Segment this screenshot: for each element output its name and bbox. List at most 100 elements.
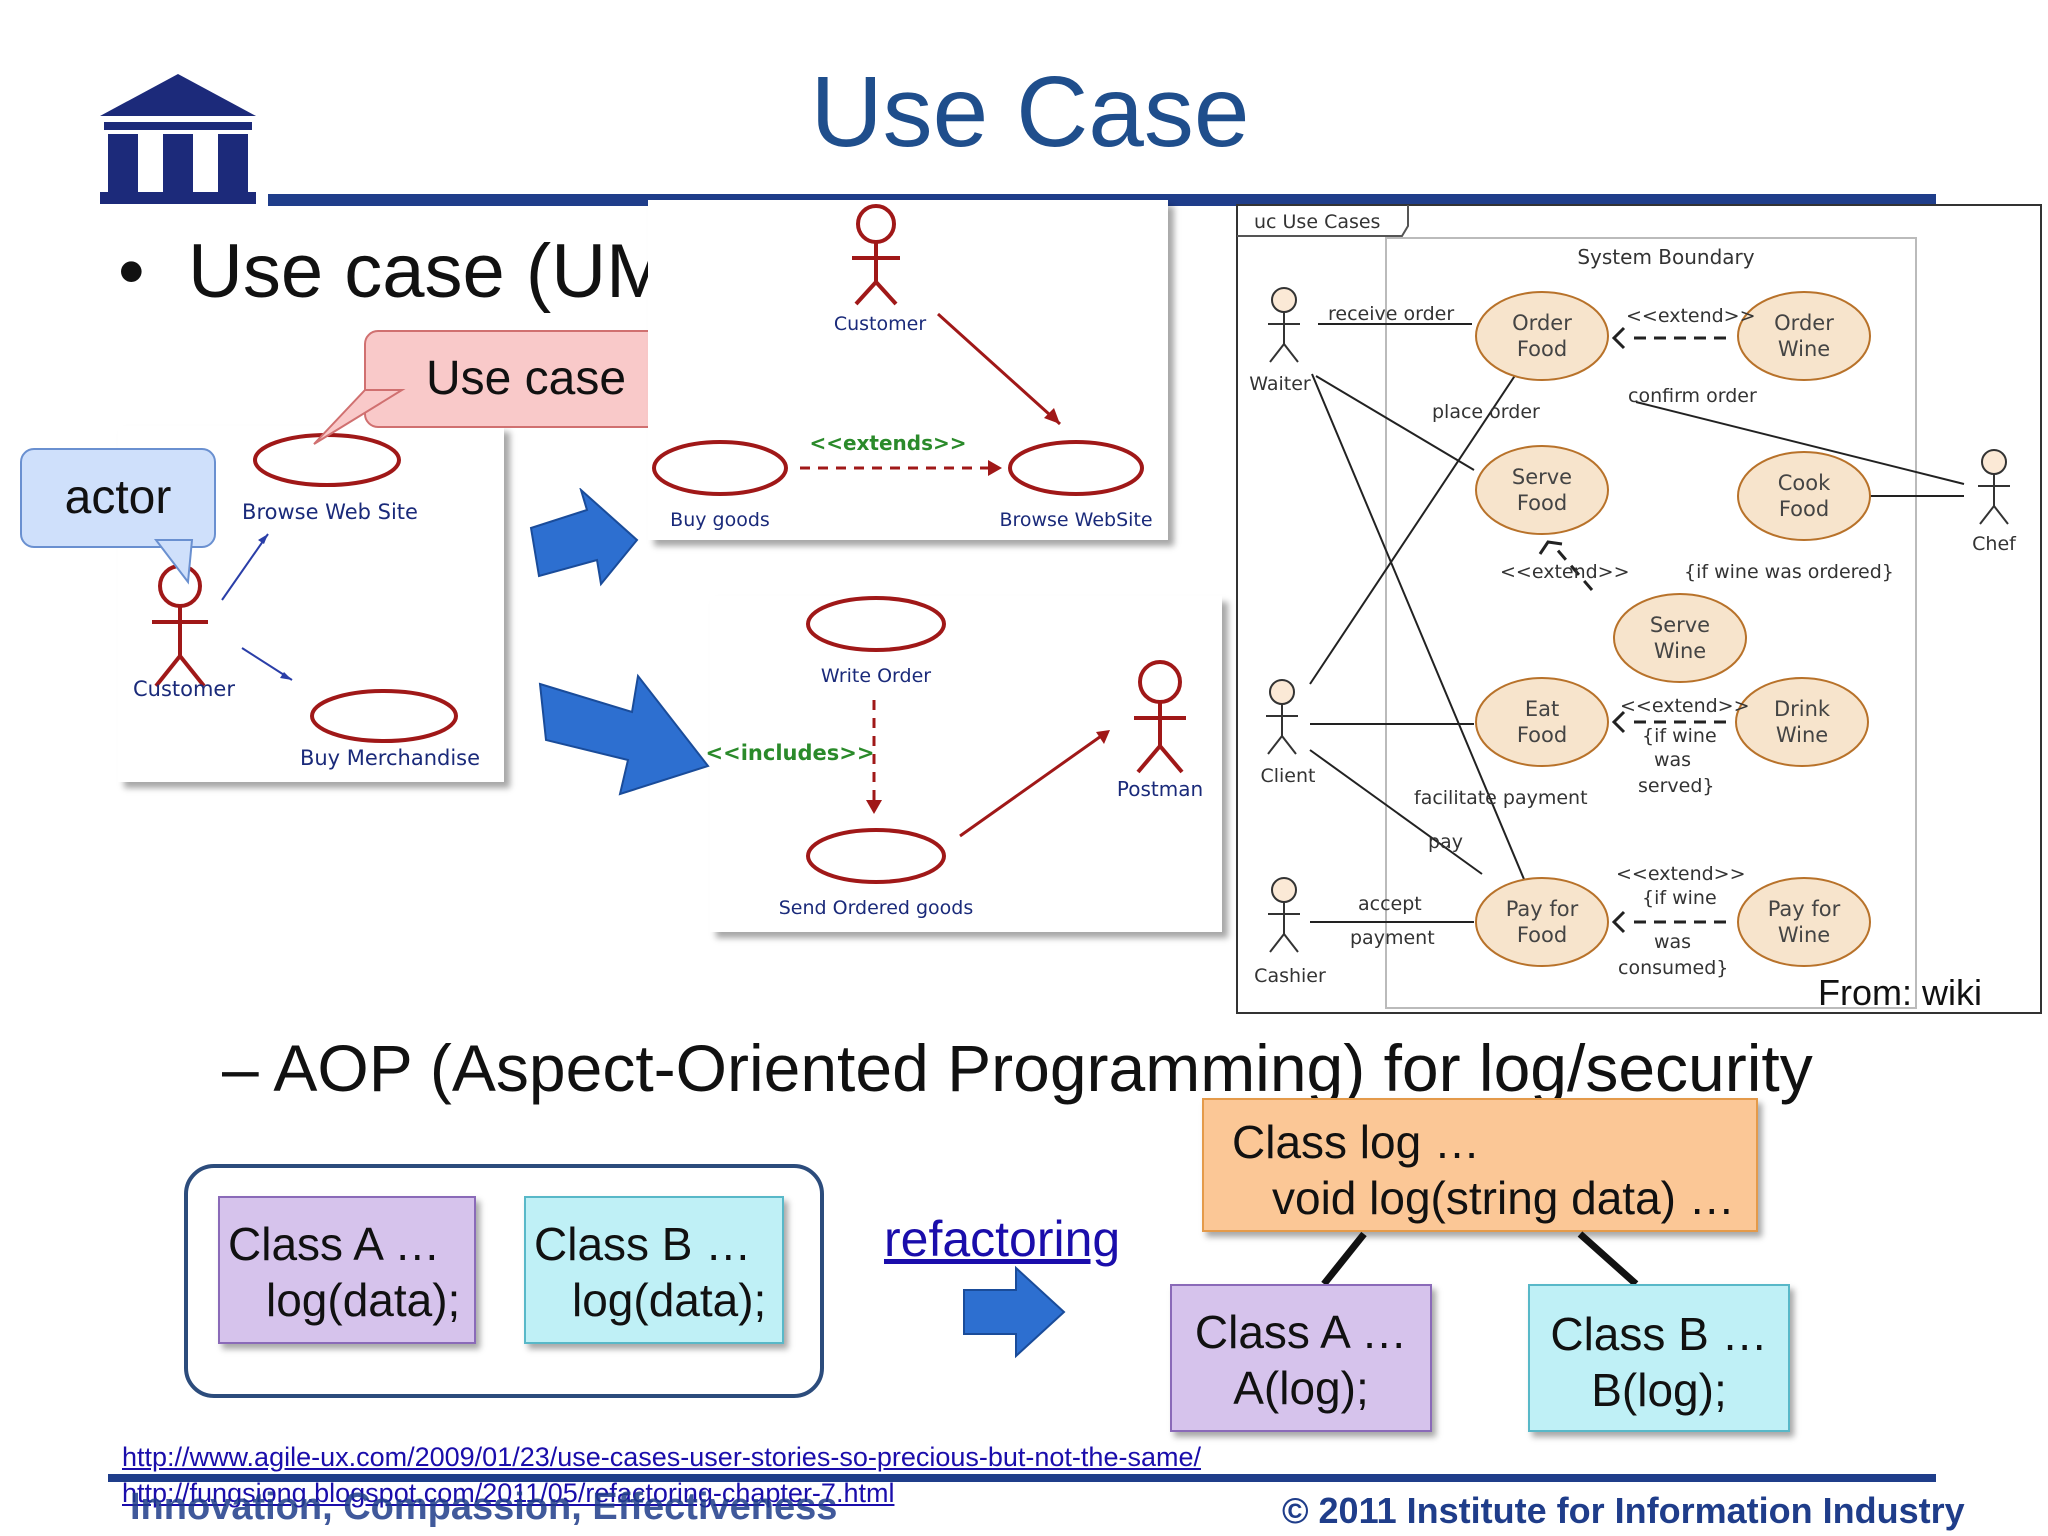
accept-label: accept — [1358, 893, 1422, 915]
eat-food-ellipse — [1475, 677, 1609, 767]
reference-link-1[interactable]: http://www.agile-ux.com/2009/01/23/use-c… — [122, 1442, 1201, 1472]
refactoring-arrow-icon — [963, 1265, 1066, 1359]
includes-panel — [710, 596, 1222, 932]
customer-actor-figure-2 — [852, 204, 900, 306]
if-wine-consumed-line1: {if wine — [1642, 887, 1717, 909]
callout-use-case: Use case — [364, 330, 688, 428]
waiter-label: Waiter — [1249, 373, 1311, 395]
use-case-browse-website-ellipse — [1008, 440, 1144, 496]
serve-wine-line1: Serve — [1650, 613, 1710, 637]
pay-food-line2: Food — [1517, 923, 1567, 947]
extend-label-1: <<extend>> — [1626, 305, 1756, 327]
class-b-new-line1: Class B … — [1550, 1308, 1768, 1360]
extends-panel — [648, 200, 1168, 540]
includes-relation-label: <<includes>> — [706, 741, 875, 765]
cook-food-line1: Cook — [1778, 471, 1831, 495]
chef-actor-figure — [1978, 449, 2010, 525]
use-case-send-goods-label: Send Ordered goods — [779, 897, 974, 919]
reference-link-2[interactable]: http://fungsiong.blogspot.com/2011/05/re… — [122, 1478, 895, 1508]
source-note: From: wiki — [1818, 972, 1982, 1013]
use-case-write-order-label: Write Order — [821, 665, 931, 687]
refactoring-link[interactable]: refactoring — [884, 1211, 1121, 1267]
block-arrow-upper-icon — [529, 488, 639, 587]
drink-wine-line1: Drink — [1774, 697, 1831, 721]
class-b-new-line2: B(log); — [1591, 1364, 1727, 1416]
class-a-new-box: Class A … A(log); — [1170, 1284, 1432, 1432]
callout-use-case-tail — [313, 389, 406, 445]
order-wine-line2: Wine — [1778, 337, 1830, 361]
footer-tagline: Innovation, Compassion, Effectiveness — [130, 1486, 838, 1528]
client-actor-figure — [1266, 679, 1298, 755]
callout-actor-tail — [153, 539, 194, 585]
facilitate-payment-label: facilitate payment — [1414, 787, 1588, 809]
if-wine-consumed-line2: was — [1654, 931, 1691, 953]
cashier-label: Cashier — [1254, 965, 1326, 987]
institute-logo — [100, 74, 256, 204]
footer-copyright: © 2011 Institute for Information Industr… — [1282, 1490, 1965, 1531]
footer-rule — [108, 1474, 1936, 1482]
class-b-line2: log(data); — [572, 1274, 767, 1326]
use-case-buy-goods-label: Buy goods — [670, 509, 770, 531]
customer-actor-figure — [152, 564, 208, 688]
customer-actor-label-2: Customer — [834, 313, 926, 335]
frame-label: uc Use Cases — [1254, 211, 1380, 233]
aop-connectors — [1321, 1231, 1639, 1287]
order-wine-ellipse — [1737, 291, 1871, 381]
order-wine-line1: Order — [1774, 311, 1834, 335]
waiter-actor-figure — [1268, 287, 1300, 363]
use-case-buy-ellipse — [310, 689, 458, 743]
class-log-line2: void log(string data) … — [1272, 1172, 1735, 1224]
if-wine-ordered-label: {if wine was ordered} — [1684, 561, 1894, 583]
pay-label: pay — [1428, 831, 1463, 853]
eat-food-line1: Eat — [1525, 697, 1559, 721]
serve-wine-ellipse — [1613, 593, 1747, 683]
class-a-line2: log(data); — [266, 1274, 461, 1326]
postman-actor-figure — [1134, 660, 1186, 774]
bullet-use-case: •Use case (UML) — [118, 229, 737, 314]
class-a-line1: Class A … — [228, 1218, 441, 1270]
customer-actor-label: Customer — [133, 677, 235, 701]
cook-food-ellipse — [1737, 451, 1871, 541]
confirm-order-label: confirm order — [1628, 385, 1757, 407]
use-case-browse-label: Browse Web Site — [242, 500, 418, 524]
order-food-ellipse — [1475, 291, 1609, 381]
if-wine-served-line3: served} — [1638, 775, 1714, 797]
if-wine-served-line2: was — [1654, 749, 1691, 771]
cook-food-line2: Food — [1779, 497, 1829, 521]
callout-actor: actor — [20, 448, 216, 548]
cashier-actor-figure — [1268, 877, 1300, 953]
use-case-browse-website-label: Browse WebSite — [999, 509, 1152, 531]
receive-order-label: receive order — [1328, 303, 1454, 325]
client-label: Client — [1260, 765, 1315, 787]
serve-food-ellipse — [1475, 445, 1609, 535]
pay-wine-line2: Wine — [1778, 923, 1830, 947]
includes-diagram: Write Order <<includes>> Send Ordered go… — [706, 596, 1203, 919]
use-case-buy-label: Buy Merchandise — [300, 746, 480, 770]
serve-wine-line2: Wine — [1654, 639, 1706, 663]
if-wine-served-line1: {if wine — [1642, 725, 1717, 747]
sub-bullet-aop: – AOP (Aspect-Oriented Programming) for … — [222, 1031, 1813, 1105]
restaurant-use-case-diagram: uc Use Cases System Boundary Waiter — [1236, 204, 2042, 1014]
if-wine-consumed-line3: consumed} — [1618, 957, 1728, 979]
class-b-box: Class B … log(data); — [524, 1196, 784, 1344]
class-a-new-line1: Class A … — [1194, 1306, 1408, 1358]
drink-wine-ellipse — [1735, 677, 1869, 767]
payment-label: payment — [1350, 927, 1435, 949]
class-a-new-line2: A(log); — [1233, 1362, 1369, 1414]
use-case-send-goods-ellipse — [806, 828, 946, 884]
order-food-line1: Order — [1512, 311, 1572, 335]
order-food-line2: Food — [1517, 337, 1567, 361]
extend-label-4: <<extend>> — [1616, 863, 1746, 885]
pay-wine-ellipse — [1737, 877, 1871, 967]
extend-label-3: <<extend>> — [1620, 695, 1750, 717]
place-order-label: place order — [1432, 401, 1540, 423]
serve-food-line1: Serve — [1512, 465, 1572, 489]
extend-label-2: <<extend>> — [1500, 561, 1630, 583]
pay-wine-line1: Pay for — [1768, 897, 1841, 921]
pay-food-ellipse — [1475, 877, 1609, 967]
serve-food-line2: Food — [1517, 491, 1567, 515]
boundary-label: System Boundary — [1577, 245, 1754, 269]
extends-relation-label: <<extends>> — [809, 431, 966, 455]
drink-wine-line2: Wine — [1776, 723, 1828, 747]
left-uml-diagram: Browse Web Site Buy Merchandise Customer — [133, 433, 480, 770]
